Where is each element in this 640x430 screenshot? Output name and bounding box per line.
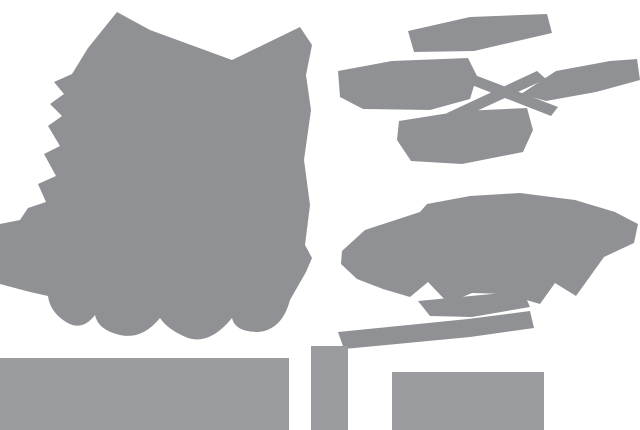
glasses-bottom-arm-short-silhouette (418, 291, 530, 317)
glasses-top-cross-strap-b-silhouette (459, 72, 558, 116)
glasses-top-bar-silhouette (408, 14, 552, 52)
glasses-top-right-wing-silhouette (521, 59, 640, 101)
glasses-top-left-lens-silhouette (338, 58, 477, 110)
caption-bar-right (392, 372, 544, 430)
glasses-top-cross-strap-a-silhouette (447, 71, 546, 121)
caption-bar-middle (311, 346, 348, 430)
left-object-silhouette (0, 12, 312, 340)
glasses-top-lower-lens-silhouette (397, 108, 533, 164)
glasses-bottom-body-silhouette (341, 193, 638, 304)
caption-bar-left (0, 358, 289, 430)
glasses-bottom-arm-long-silhouette (338, 311, 534, 349)
